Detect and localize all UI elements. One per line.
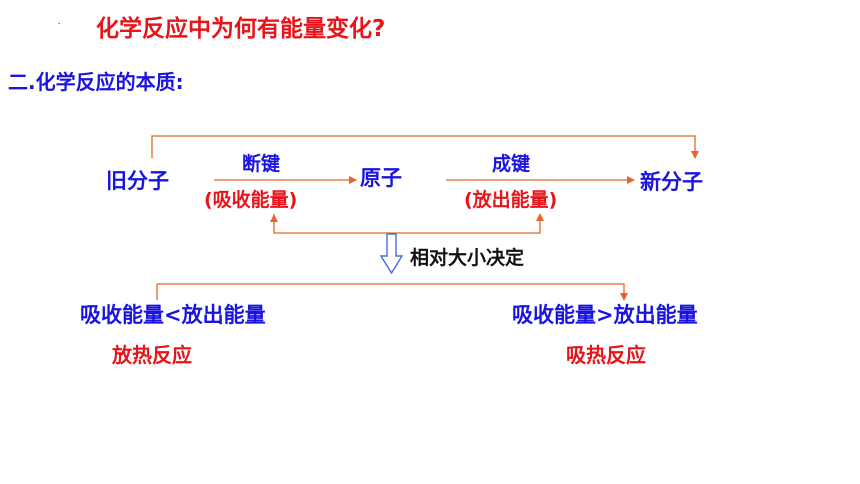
left-compare: 吸收能量<放出能量 (80, 303, 266, 327)
decorative-dot: . (58, 19, 61, 26)
connector-outcomes (156, 283, 628, 301)
right-compare: 吸收能量>放出能量 (512, 303, 698, 327)
label-decide: 相对大小决定 (410, 247, 525, 269)
label-form-bond: 成键 (492, 153, 531, 175)
connector-energy-compare (273, 213, 544, 234)
left-result: 放热反应 (112, 343, 192, 367)
section-heading: 二.化学反应的本质: (8, 70, 184, 94)
right-result: 吸热反应 (566, 343, 646, 367)
page-title: 化学反应中为何有能量变化? (96, 16, 386, 42)
label-absorb-energy: (吸收能量) (204, 189, 298, 211)
connector-old-to-new (151, 135, 699, 159)
hollow-down-arrow-icon (379, 233, 404, 275)
node-new-molecule: 新分子 (640, 170, 703, 194)
node-old-molecule: 旧分子 (106, 169, 169, 193)
label-break-bond: 断键 (242, 153, 281, 175)
label-release-energy: (放出能量) (464, 189, 558, 211)
node-atom: 原子 (360, 166, 402, 190)
